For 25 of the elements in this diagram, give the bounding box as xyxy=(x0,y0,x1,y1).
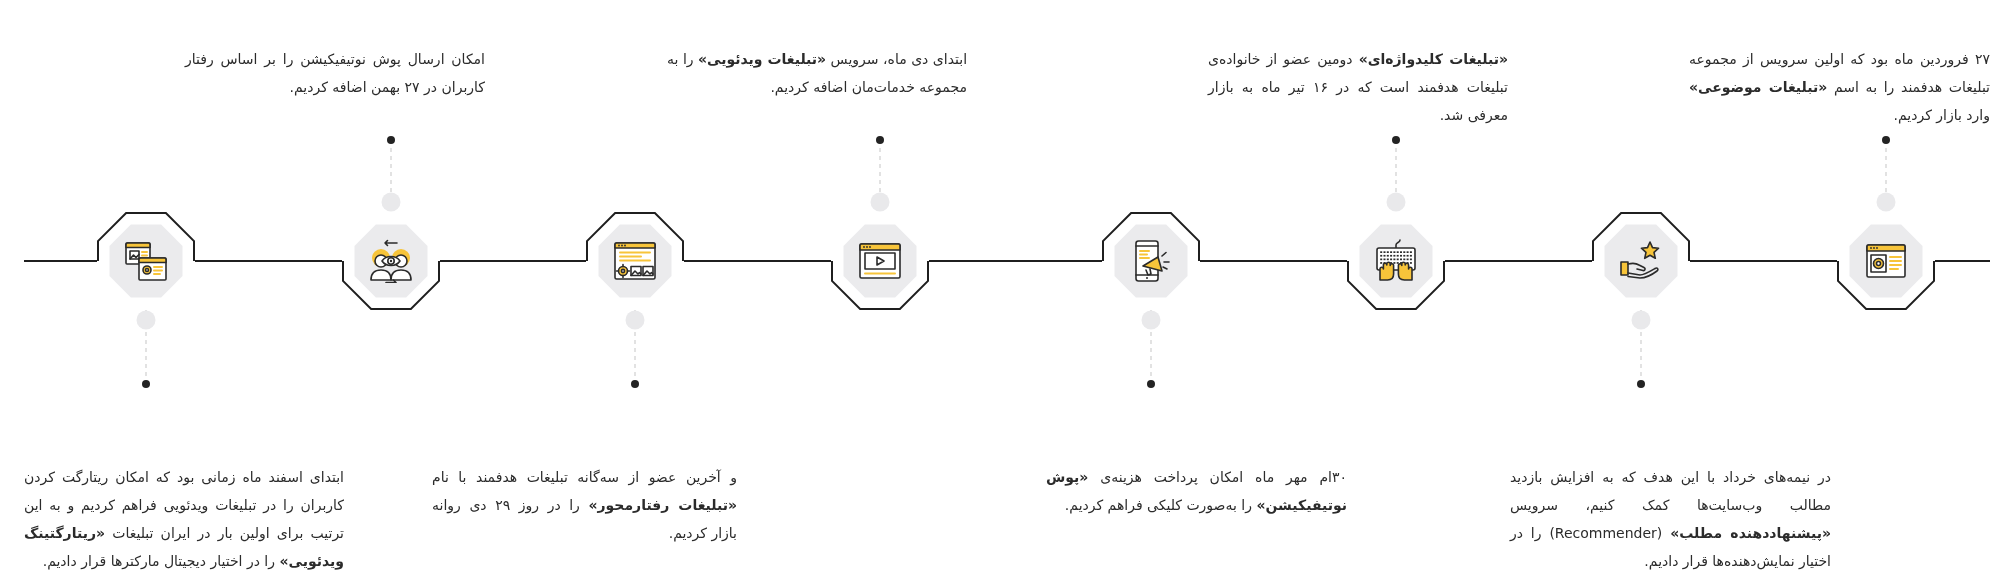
timeline-line xyxy=(194,260,343,262)
timeline-line xyxy=(1934,260,1991,262)
leader-line xyxy=(136,309,156,388)
timeline-line xyxy=(1689,260,1838,262)
leader-line xyxy=(1386,136,1406,213)
leader-line xyxy=(625,309,645,388)
timeline-line xyxy=(439,260,587,262)
timeline-line xyxy=(23,260,98,262)
event-text: ابتدای دی ماه، سرویس «تبلیغات ویدئویی» را به مجموعه خدمات‌مان اضافه کردیم. xyxy=(667,50,967,98)
timeline-line xyxy=(683,260,832,262)
event-text: ۲۷ فروردین ماه بود که اولین سرویس از مجموعه تبلیغات هدفمند را به اسم «تبلیغات موضوعی» وارد بازار کردیم. xyxy=(1689,50,1990,126)
timeline-line xyxy=(1199,260,1348,262)
event-text: امکان ارسال پوش نوتیفیکیشن را بر اساس رفتار کاربران در ۲۷ بهمن اضافه کردیم. xyxy=(185,50,485,98)
event-text: در نیمه‌های خرداد با این هدف که به افزایش بازدید مطالب وب‌سایت‌ها کمک کنیم، سرویس «پیشنهاددهنده مطلب» (Recommender) را در اختیار نمایش‌دهنده‌ها قرار دادیم. xyxy=(1510,468,1831,572)
timeline-line xyxy=(928,260,1103,262)
leader-line xyxy=(870,136,890,213)
event-text: «تبلیغات کلیدواژه‌ای» دومین عضو از خانواده‌ی تبلیغات هدفمند است که در ۱۶ تیر ماه به بازار معرفی شد. xyxy=(1208,50,1508,125)
event-text: ۳۰ام مهر ماه امکان پرداخت هزینه‌ی «پوش نوتیفیکیشن» را به‌صورت کلیکی فراهم کردیم. xyxy=(1046,468,1347,516)
leader-line xyxy=(1876,136,1896,213)
leader-line xyxy=(1141,309,1161,388)
event-text: ابتدای اسفند ماه زمانی بود که امکان ریتارگت کردن کاربران را در تبلیغات ویدئویی فراهم کردیم و به این ترتیب برای اولین بار در ایران تبلیغات «ریتارگتینگ ویدئویی» را در اختیار دیجیتال مارکترها قرار دادیم. xyxy=(24,468,344,572)
timeline-line xyxy=(1444,260,1593,262)
event-text: و آخرین عضو از سه‌گانه تبلیغات هدفمند با نام «تبلیغات رفتارمحور» را در روز ۲۹ دی روانه بازار کردیم. xyxy=(432,468,737,544)
leader-line xyxy=(381,136,401,213)
leader-line xyxy=(1631,309,1651,388)
